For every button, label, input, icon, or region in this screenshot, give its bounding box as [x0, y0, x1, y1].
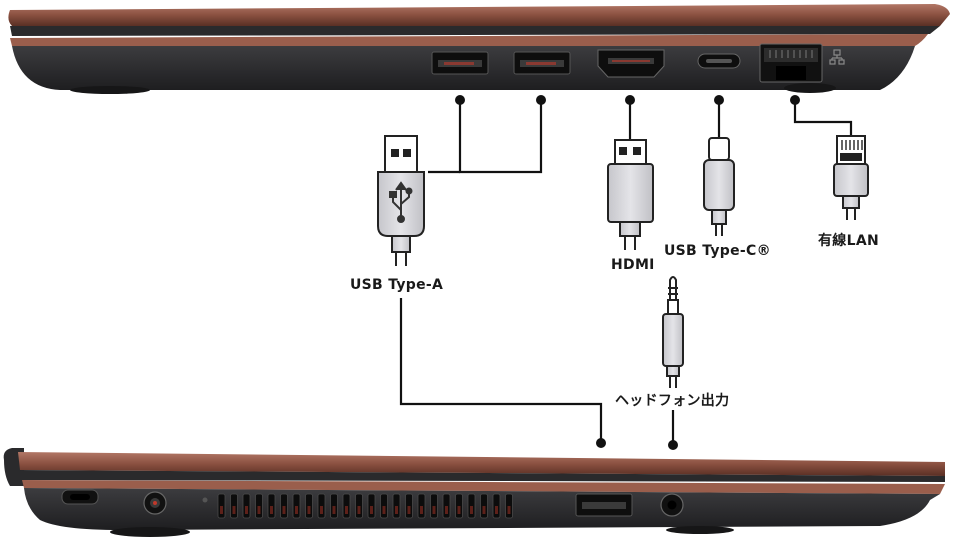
hdmi-port — [597, 49, 665, 78]
laptop-foot — [784, 83, 836, 93]
vent-slot — [442, 493, 451, 519]
usb-a-port-1 — [431, 51, 489, 75]
lan-port — [759, 43, 845, 83]
usb-a-bottom-dot — [596, 438, 606, 448]
usb-a-dot-1 — [455, 95, 465, 105]
headphone-plug-icon — [662, 276, 684, 388]
vent-slot-highlight — [220, 506, 223, 514]
label-headphone-out: ヘッドフォン出力 — [615, 393, 730, 409]
lan-dot — [790, 95, 800, 105]
headphone-jack — [660, 493, 684, 517]
laptop-foot — [666, 526, 734, 534]
laptop-left-side — [3, 448, 945, 537]
network-icon — [829, 49, 845, 65]
usb-a-dot-2 — [536, 95, 546, 105]
rj45-plug-icon — [833, 135, 869, 220]
laptop-lid-top — [8, 4, 950, 26]
vent-slot-highlight — [307, 506, 311, 514]
laptop-lid-seam — [20, 470, 945, 482]
hdmi-plug-icon — [607, 139, 654, 250]
vent-slot — [292, 493, 301, 519]
vent-slot — [492, 493, 501, 519]
laptop-lid-top — [18, 452, 945, 476]
vent-slot-highlight — [245, 506, 248, 514]
vent-slot — [405, 493, 413, 519]
security-lock-slot — [61, 489, 99, 505]
laptop-lid-seam — [10, 26, 940, 36]
usb-c-dot — [714, 95, 724, 105]
vent-slot — [267, 493, 276, 519]
vent-slot — [455, 493, 463, 519]
headphone-dot — [668, 440, 678, 450]
vent-slot-highlight — [495, 506, 498, 514]
connector-lines — [399, 100, 853, 442]
usb-type-a-plug-icon — [377, 135, 425, 266]
vent-slot — [467, 493, 476, 519]
vent-slot-highlight — [332, 506, 336, 514]
vent-slot — [355, 493, 363, 519]
laptop-base-edge — [22, 480, 945, 494]
vent-slot-highlight — [457, 506, 461, 514]
vent-slot — [417, 493, 426, 519]
vent-slot-highlight — [282, 506, 286, 514]
label-wired-lan: 有線LAN — [818, 233, 879, 249]
vent-slot-highlight — [345, 506, 348, 514]
vent-slot-highlight — [295, 506, 298, 514]
connector-dots — [455, 95, 800, 450]
vent-slot — [317, 493, 326, 519]
usb-a-port-3 — [575, 493, 633, 517]
vent-slot — [392, 493, 401, 519]
vent-slot-highlight — [507, 506, 511, 514]
vent-slot — [305, 493, 313, 519]
vent-slot-highlight — [395, 506, 398, 514]
vent-slot — [342, 493, 351, 519]
vent-slot — [242, 493, 251, 519]
laptop-right-side — [8, 4, 950, 94]
usb-a-port-2 — [513, 51, 571, 75]
vent-slot — [255, 493, 263, 519]
vent-slot — [367, 493, 376, 519]
usb-symbol-icon — [389, 181, 413, 223]
vent-slot — [330, 493, 338, 519]
vent-slot-highlight — [470, 506, 473, 514]
vent-slot-highlight — [420, 506, 423, 514]
label-usb-type-c: USB Type-C® — [664, 243, 771, 259]
vent-slot — [430, 493, 438, 519]
label-usb-type-a: USB Type-A — [350, 277, 444, 293]
label-hdmi: HDMI — [611, 257, 655, 273]
vent-slot-highlight — [320, 506, 323, 514]
vent-slot — [230, 493, 238, 519]
vent-slot — [380, 493, 388, 519]
laptop-foot — [110, 527, 190, 537]
vent-slot — [505, 493, 513, 519]
vent-slot — [480, 493, 488, 519]
vent-slot-highlight — [382, 506, 386, 514]
vent-slot — [280, 493, 288, 519]
vent-slot-highlight — [270, 506, 273, 514]
laptop-foot — [70, 86, 150, 94]
vent-slot-highlight — [257, 506, 261, 514]
dc-in-port — [143, 491, 167, 515]
vent-slot-highlight — [432, 506, 436, 514]
vent-slot-highlight — [370, 506, 373, 514]
vent-slot-highlight — [407, 506, 411, 514]
laptop-base-edge — [10, 34, 928, 46]
vent-slot-highlight — [232, 506, 236, 514]
vent-slot-highlight — [357, 506, 361, 514]
status-led — [202, 497, 208, 503]
usb-type-c-plug-icon — [703, 137, 735, 236]
usb-c-port — [697, 53, 741, 69]
vent-slot-highlight — [482, 506, 486, 514]
vent-slot-highlight — [445, 506, 448, 514]
vent-slot — [217, 493, 226, 519]
hdmi-dot — [625, 95, 635, 105]
vent-grille — [217, 493, 513, 519]
